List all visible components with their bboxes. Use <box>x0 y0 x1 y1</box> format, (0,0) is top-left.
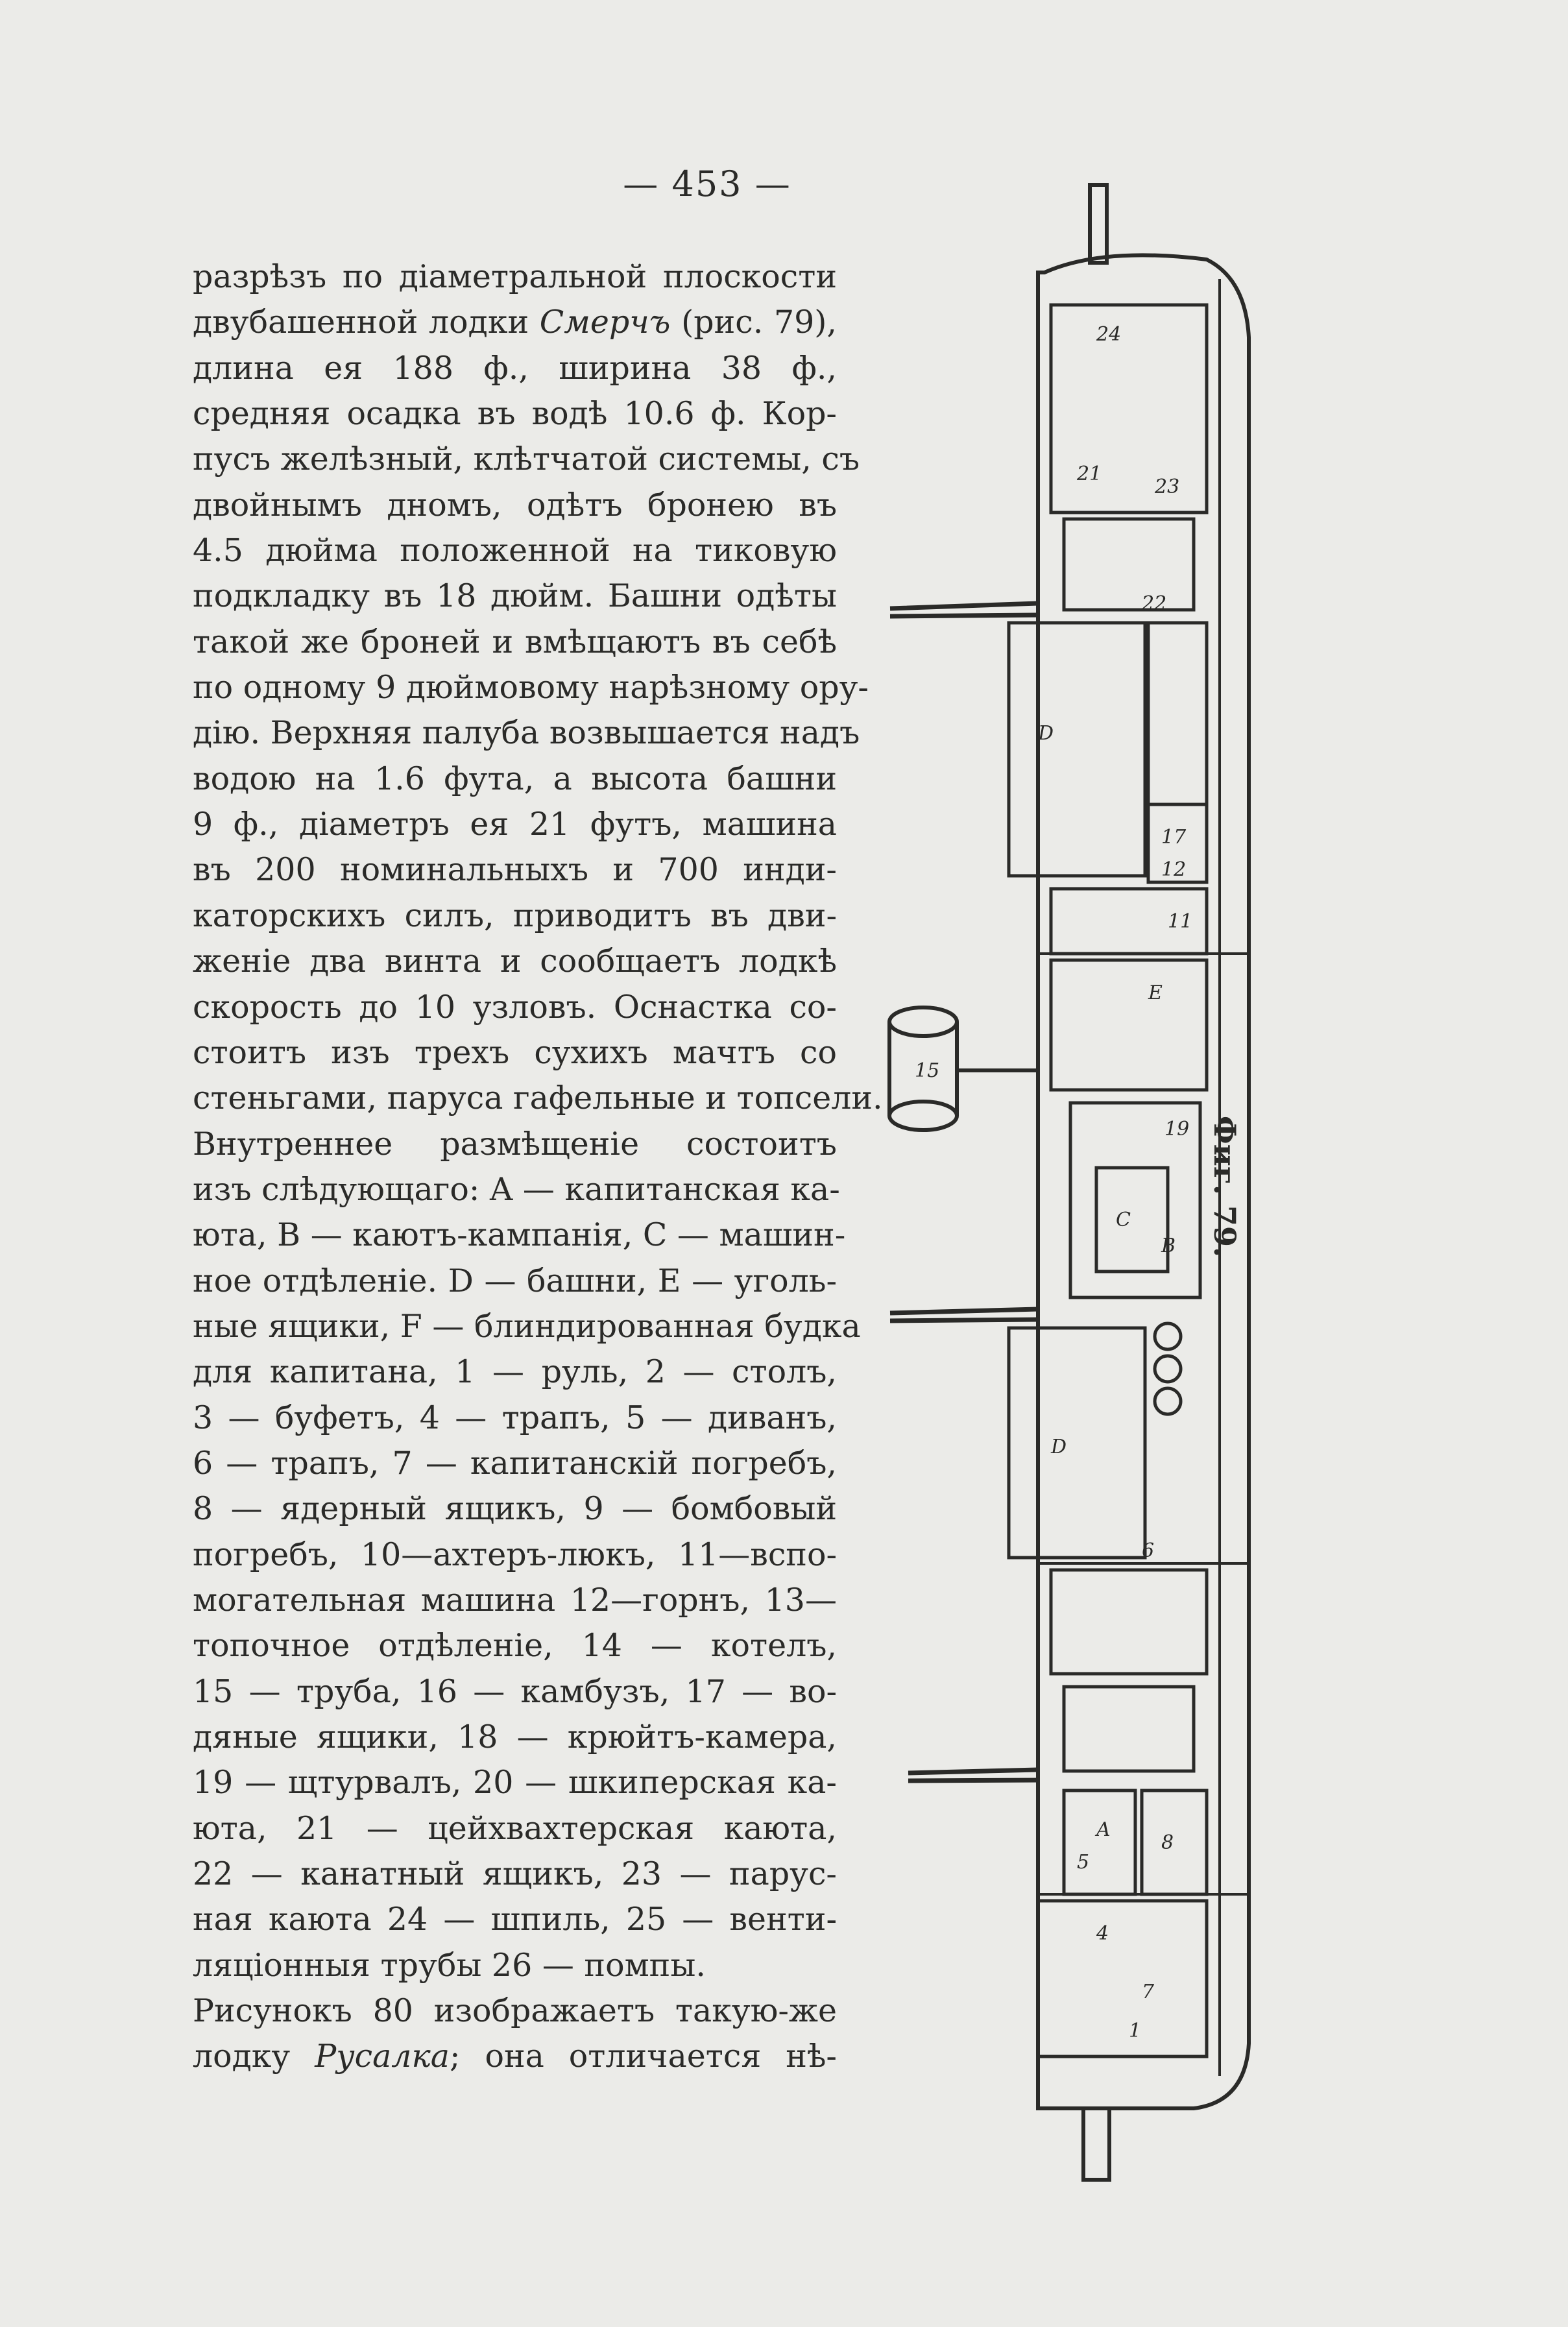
figure-label: E <box>1148 982 1163 1004</box>
text-fragment: лодку <box>193 2038 315 2075</box>
figure-label: 15 <box>915 1059 939 1082</box>
figure-label: 24 <box>1096 323 1121 346</box>
text-line: каторскихъ силъ, приводитъ въ дви- <box>193 897 837 934</box>
tower-aft <box>1007 1326 1147 1560</box>
text-line: пусъ желѣзный, клѣтчатой системы, съ <box>193 440 860 478</box>
figure-label: 21 <box>1076 463 1102 485</box>
mast-2 <box>889 1307 1039 1323</box>
figure-label: 8 <box>1161 1831 1174 1854</box>
funnel <box>887 1006 1038 1132</box>
page-number: — 453 — <box>623 163 791 204</box>
text-line: стеньгами, паруса гафельные и топсели. <box>193 1079 883 1117</box>
figure-label: 7 <box>1142 1981 1155 2003</box>
text-line: водою на 1.6 фута, а высота башни <box>193 760 837 797</box>
text-line: ная каюта 24 — шпиль, 25 — венти- <box>193 1901 837 1938</box>
figure-label: 11 <box>1168 910 1192 933</box>
text-line: подкладку въ 18 дюйм. Башни одѣты <box>193 577 837 615</box>
text-line: разрѣзъ по діаметральной плоскости <box>193 258 837 295</box>
text-line: Внутреннее размѣщеніе состоитъ <box>193 1125 837 1163</box>
text-fragment: двубашенной лодки <box>193 304 540 341</box>
text-line: женіе два винта и сообщаетъ лодкѣ <box>193 943 837 980</box>
text-line: юта, 21 — цейхвахтерская каюта, <box>193 1809 837 1847</box>
text-fragment: ; она отличается нѣ- <box>449 2038 837 2075</box>
text-line: ные ящики, F — блиндированная будка <box>193 1307 861 1345</box>
text-line: длина ея 188 ф., ширина 38 ф., <box>193 349 837 387</box>
figure-caption: Фиг. 79. <box>1207 1116 1242 1258</box>
text-line: 19 — щтурвалъ, 20 — шкиперская ка- <box>193 1764 837 1802</box>
text-line: топочное отдѣленіе, 14 — котелъ, <box>193 1627 837 1665</box>
text-line: лодку Русалка; она отличается нѣ- <box>193 2034 837 2079</box>
text-line: въ 200 номинальныхъ и 700 инди- <box>193 851 837 889</box>
rudder-post <box>1088 183 1109 265</box>
text-line: 22 — канатный ящикъ, 23 — парус- <box>193 1855 837 1893</box>
figure-label: 4 <box>1096 1922 1109 1945</box>
text-line: 15 — труба, 16 — камбузъ, 17 — во- <box>193 1672 837 1710</box>
figure-label: D <box>1037 722 1054 745</box>
stern-post <box>1081 2106 1111 2182</box>
text-line: изъ слѣдующаго: A — капитанская ка- <box>193 1170 840 1208</box>
text-line: средняя осадка въ водѣ 10.6 ф. Кор- <box>193 395 837 433</box>
text-line: погребъ, 10—ахтеръ-люкъ, 11—вспо- <box>193 1536 837 1573</box>
vessel-name: Русалка <box>315 2038 450 2075</box>
text-line: двойнымъ дномъ, одѣтъ бронею въ <box>193 486 837 524</box>
text-line: 3 — буфетъ, 4 — трапъ, 5 — диванъ, <box>193 1399 837 1436</box>
text-line: дяные ящики, 18 — крюйтъ-камера, <box>193 1718 837 1755</box>
text-line: дію. Верхняя палуба возвышается надъ <box>193 714 860 752</box>
figure-label: 12 <box>1161 858 1186 881</box>
text-line: скорость до 10 узловъ. Оснастка со- <box>193 988 837 1026</box>
text-line: двубашенной лодки Смерчъ (рис. 79), <box>193 300 837 345</box>
mast-3 <box>908 1767 1039 1783</box>
text-line: могательная машина 12—горнъ, 13— <box>193 1581 837 1619</box>
figure-label: 23 <box>1154 476 1179 498</box>
figure-label: 5 <box>1077 1851 1089 1874</box>
text-line: такой же броней и вмѣщаютъ въ себѣ <box>193 623 837 660</box>
figure-label: 6 <box>1142 1539 1154 1562</box>
text-line: для капитана, 1 — руль, 2 — столъ, <box>193 1353 837 1391</box>
tower-fore <box>1007 621 1147 878</box>
text-line: 9 ф., діаметръ ея 21 футъ, машина <box>193 806 837 843</box>
text-line: юта, B — каютъ-кампанія, C — машин- <box>193 1216 846 1254</box>
text-line: 8 — ядерный ящикъ, 9 — бомбовый <box>193 1490 837 1528</box>
text-fragment: (рис. 79), <box>670 304 837 341</box>
text-line: 6 — трапъ, 7 — капитанскій погребъ, <box>193 1444 837 1482</box>
body-text: разрѣзъ по діаметральной плоскости двубаш… <box>193 254 883 2080</box>
text-line: по одному 9 дюймовому нарѣзному ору- <box>193 669 869 706</box>
figure-label: 17 <box>1161 826 1187 849</box>
figure-label: 22 <box>1141 592 1166 615</box>
text-line: стоитъ изъ трехъ сухихъ мачтъ со <box>193 1033 837 1071</box>
figure-label: A <box>1094 1818 1111 1841</box>
figure-label: C <box>1116 1209 1131 1231</box>
text-line: 4.5 дюйма положенной на тиковую <box>193 532 837 570</box>
text-line: Рисунокъ 80 изображаетъ такую-же <box>193 1992 837 2030</box>
figure-label: 19 <box>1164 1118 1189 1140</box>
mast-1 <box>889 601 1039 619</box>
figure-label: B <box>1161 1235 1176 1257</box>
figure-label: D <box>1050 1436 1067 1458</box>
text-line: ляціонныя трубы 26 — помпы. <box>193 1946 706 1984</box>
figure-label: 1 <box>1129 2020 1141 2042</box>
text-line: ное отдѣленіе. D — башни, E — уголь- <box>193 1262 837 1299</box>
vessel-name: Смерчъ <box>539 304 671 341</box>
